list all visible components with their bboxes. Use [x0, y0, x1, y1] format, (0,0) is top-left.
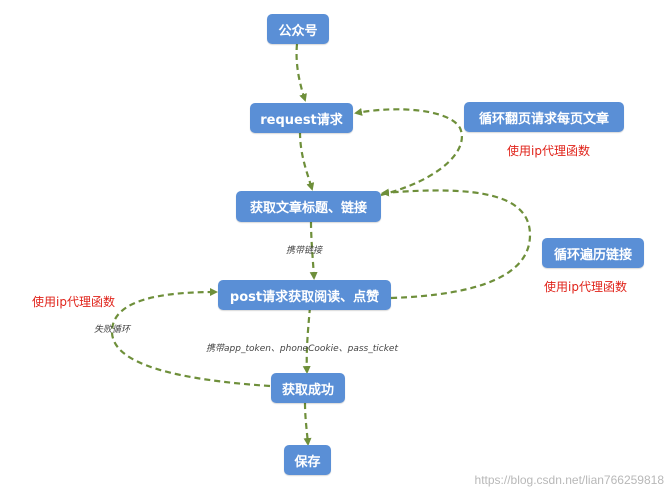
node-save: 保存 [284, 445, 331, 475]
node-loop-links: 循环遍历链接 [542, 238, 644, 268]
node-loop-page: 循环翻页请求每页文章 [464, 102, 624, 132]
edge-label-carry-tokens: 携带app_token、phoneCookie、pass_ticket [206, 344, 399, 354]
edge-label-fail-loop: 失败循环 [94, 325, 131, 335]
watermark: https://blog.csdn.net/lian766259818 [474, 473, 664, 487]
node-gongzhonghao: 公众号 [267, 14, 329, 44]
edge-loop-links [381, 188, 532, 300]
node-post: post请求获取阅读、点赞 [218, 280, 391, 310]
edge-fail-loop [110, 288, 271, 388]
edge-request-gettitle [298, 131, 315, 191]
edge-gettitle-post [309, 221, 318, 280]
note-proxy-loop-page: 使用ip代理函数 [507, 144, 590, 158]
edge-label-carry-link: 携带链接 [286, 246, 323, 256]
note-proxy-post: 使用ip代理函数 [32, 295, 115, 309]
edge-loop-page [354, 107, 463, 197]
node-get-title: 获取文章标题、链接 [236, 191, 381, 222]
node-success: 获取成功 [271, 373, 345, 403]
node-request: request请求 [250, 103, 353, 133]
note-proxy-loop-links: 使用ip代理函数 [544, 280, 627, 294]
edge-gongzhonghao-request [295, 43, 307, 102]
edge-success-save [303, 402, 312, 446]
edge-post-success [302, 306, 312, 374]
